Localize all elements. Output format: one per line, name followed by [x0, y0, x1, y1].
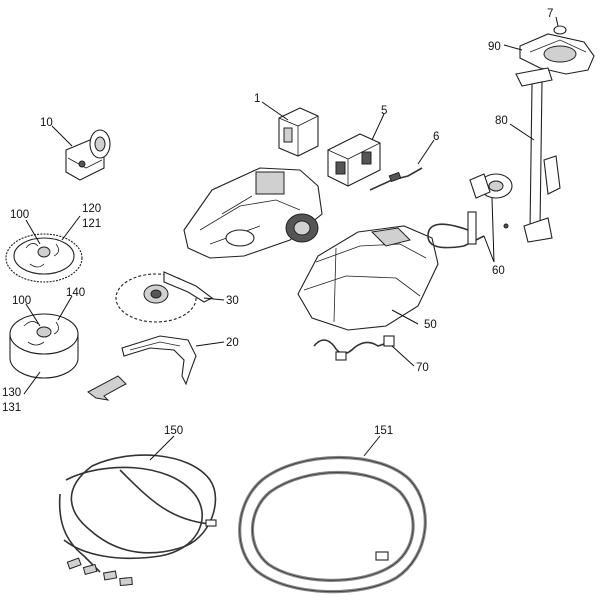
callout-10: 10	[40, 117, 53, 129]
callout-100-upper: 100	[10, 209, 29, 221]
callout-6: 6	[433, 131, 439, 143]
part-handle-pole	[515, 67, 561, 243]
part-drive-motor	[65, 129, 111, 181]
callout-70: 70	[416, 362, 429, 374]
callout-30: 30	[226, 295, 239, 307]
callout-50: 50	[424, 319, 437, 331]
callout-151: 151	[374, 425, 393, 437]
part-cable-coil	[238, 455, 427, 594]
leader-lines	[23, 16, 559, 461]
part-battery	[278, 107, 319, 157]
callout-150: 150	[164, 425, 183, 437]
part-height-adjuster	[427, 173, 513, 249]
callout-140: 140	[66, 287, 85, 299]
callout-100-lower: 100	[12, 295, 31, 307]
callout-1: 1	[254, 93, 260, 105]
part-harness-connector	[313, 335, 395, 361]
callout-120: 120	[82, 203, 101, 215]
part-sensor-wire	[369, 167, 423, 191]
callout-60: 60	[492, 265, 505, 277]
direction-arrow-icon	[87, 375, 127, 401]
callout-80: 80	[495, 115, 508, 127]
callout-5: 5	[381, 105, 387, 117]
part-drum-wheel	[9, 313, 79, 379]
part-cutting-disc	[115, 271, 214, 323]
callout-90: 90	[488, 41, 501, 53]
callout-20: 20	[226, 337, 239, 349]
part-battery-cover	[327, 133, 381, 187]
part-bumper-skirt	[121, 335, 197, 386]
part-wiring-harness	[58, 454, 217, 587]
callout-121: 121	[82, 218, 101, 230]
part-small-cap	[553, 25, 567, 35]
part-chassis	[183, 167, 323, 259]
part-top-cover	[297, 225, 439, 331]
callout-131: 131	[2, 402, 21, 414]
callout-130: 130	[2, 387, 21, 399]
callout-labels: 1 5 6 7 90 80 10 100 120 121 100 140 130…	[2, 8, 553, 437]
callout-7: 7	[547, 8, 553, 20]
part-toothed-wheel	[5, 233, 83, 283]
part-handle-top	[519, 33, 595, 75]
